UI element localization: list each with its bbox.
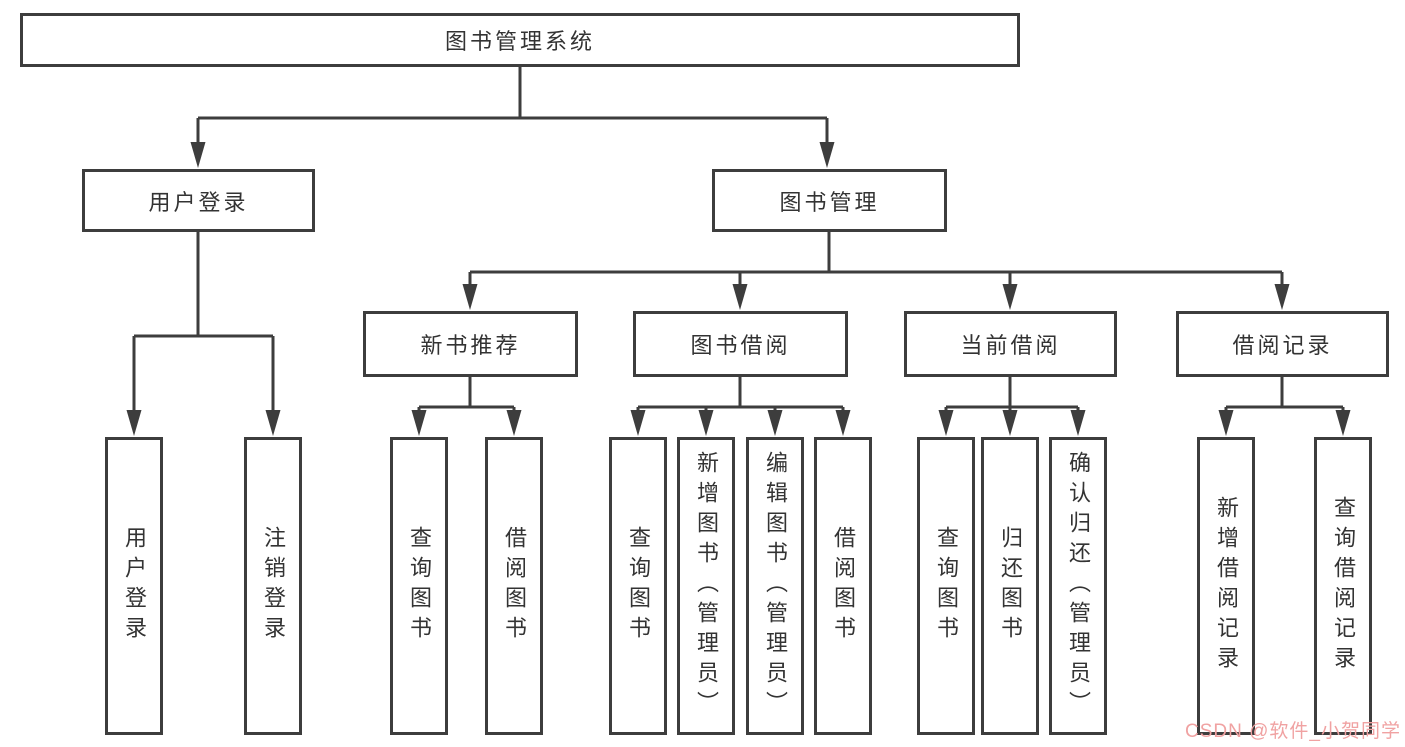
node-label: 当前借阅 xyxy=(960,333,1061,358)
leaf-query-books-current: 查询图书 xyxy=(917,437,975,735)
node-label: 借阅记录 xyxy=(1232,333,1333,358)
leaf-add-borrow-record: 新增借阅记录 xyxy=(1197,437,1255,735)
node-label: 查询图书 xyxy=(626,526,651,646)
leaf-borrow-books: 借阅图书 xyxy=(814,437,872,735)
node-label: 查询图书 xyxy=(407,526,432,646)
leaf-borrow-books-recommend: 借阅图书 xyxy=(485,437,543,735)
node-label: 图书管理系统 xyxy=(444,29,595,54)
node-label: 查询图书 xyxy=(934,526,959,646)
node-label: 新书推荐 xyxy=(420,333,521,358)
leaf-query-books-borrow: 查询图书 xyxy=(609,437,667,735)
node-current-borrow: 当前借阅 xyxy=(904,311,1117,377)
node-label: 新增图书（管理员） xyxy=(694,451,719,721)
leaf-logout-login: 注销登录 xyxy=(244,437,302,735)
node-label: 确认归还（管理员） xyxy=(1066,451,1091,721)
node-label: 注销登录 xyxy=(261,526,286,646)
node-label: 借阅图书 xyxy=(502,526,527,646)
node-label: 图书借阅 xyxy=(690,333,791,358)
node-label: 归还图书 xyxy=(998,526,1023,646)
node-root: 图书管理系统 xyxy=(20,13,1020,67)
leaf-confirm-return-admin: 确认归还（管理员） xyxy=(1049,437,1107,735)
node-book-management: 图书管理 xyxy=(712,169,947,232)
leaf-return-books: 归还图书 xyxy=(981,437,1039,735)
csdn-watermark: CSDN @软件_小贺同学 xyxy=(1185,721,1401,742)
node-label: 图书管理 xyxy=(779,189,880,215)
node-label: 借阅图书 xyxy=(831,526,856,646)
node-book-borrow: 图书借阅 xyxy=(633,311,848,377)
node-new-book-recommend: 新书推荐 xyxy=(363,311,578,377)
node-borrow-records: 借阅记录 xyxy=(1176,311,1389,377)
node-label: 用户登录 xyxy=(148,189,249,215)
leaf-edit-books-admin: 编辑图书（管理员） xyxy=(746,437,804,735)
node-label: 编辑图书（管理员） xyxy=(763,451,788,721)
node-label: 查询借阅记录 xyxy=(1331,496,1356,676)
leaf-add-books-admin: 新增图书（管理员） xyxy=(677,437,735,735)
leaf-query-books-recommend: 查询图书 xyxy=(390,437,448,735)
node-label: 新增借阅记录 xyxy=(1214,496,1239,676)
leaf-query-borrow-record: 查询借阅记录 xyxy=(1314,437,1372,735)
node-label: 用户登录 xyxy=(122,526,147,646)
node-user-login: 用户登录 xyxy=(82,169,315,232)
leaf-user-login: 用户登录 xyxy=(105,437,163,735)
